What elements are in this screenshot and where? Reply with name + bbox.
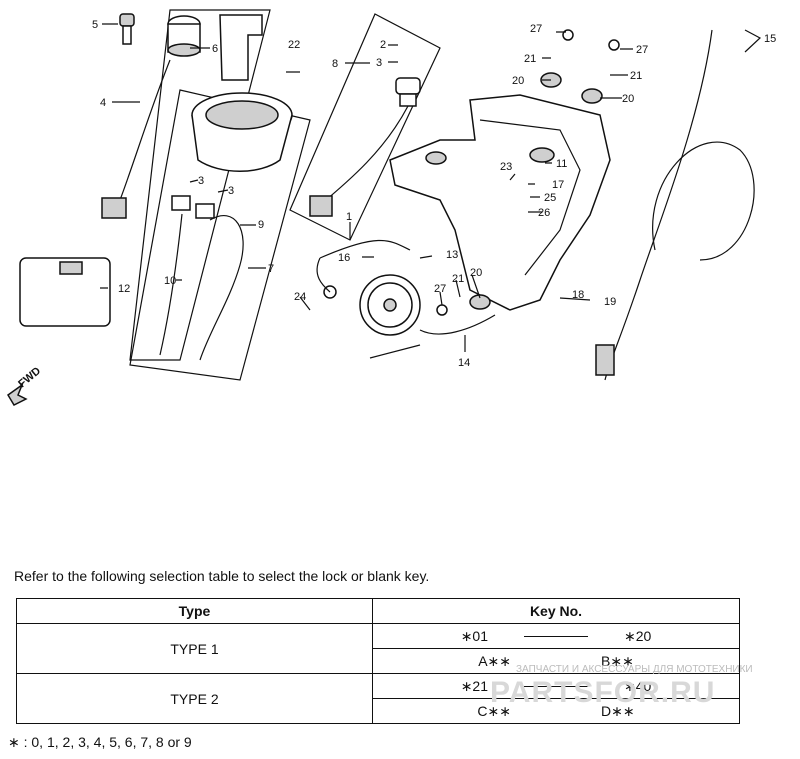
meter-wire-10 — [159, 213, 183, 356]
callout-18: 19 — [604, 296, 616, 308]
grommet-20c — [469, 294, 491, 310]
exploded-parts-diagram: FWD 5 6 4 22 8 2 3 3 3 9 10 12 7 11 23 1… — [7, 9, 776, 406]
callout-20b: 20 — [622, 93, 634, 105]
grommet-20b — [581, 88, 603, 104]
switch-bracket-part — [219, 14, 263, 81]
key-no-header: Key No. — [372, 598, 740, 624]
cable-end-fitting — [595, 344, 615, 376]
type-2-cell: TYPE 2 — [16, 673, 373, 724]
callout-27a: 27 — [530, 23, 542, 35]
ignition-switch-part — [167, 15, 201, 57]
callout-23: 24 — [294, 291, 306, 303]
meter-wire-9 — [199, 214, 244, 361]
callout-27b: 27 — [636, 44, 648, 56]
callout-13: 14 — [458, 357, 470, 369]
key-start: ∗01 — [460, 627, 488, 644]
callout-12: 12 — [118, 283, 130, 295]
grommet-11 — [529, 147, 555, 163]
callout-6: 5 — [92, 19, 98, 31]
type-1-key-range: ∗01 ∗20 — [372, 623, 740, 649]
callout-21a: 21 — [524, 53, 536, 65]
switch-wire-harness — [119, 59, 171, 201]
key-end: ∗40 — [624, 677, 652, 694]
type-2-key-range: ∗21 ∗40 — [372, 673, 740, 699]
watermark-tagline: ЗАПЧАСТИ И АКСЕССУАРЫ ДЛЯ МОТОТЕХНИКИ — [516, 664, 753, 675]
callout-10: 10 — [164, 275, 176, 287]
callout-27c: 27 — [434, 283, 446, 295]
fwd-label: FWD — [16, 365, 43, 390]
bolt-27b — [608, 39, 620, 51]
horn-lead — [369, 344, 421, 359]
selection-note: Refer to the following selection table t… — [14, 568, 430, 584]
speedometer-cable — [604, 29, 713, 381]
type-header: Type — [16, 598, 373, 624]
blank-key-d: D∗∗ — [601, 702, 635, 719]
indicator-connector — [309, 195, 333, 217]
blank-key-b: B∗∗ — [601, 652, 634, 669]
horn-part — [359, 274, 421, 336]
blank-key-a: A∗∗ — [478, 652, 511, 669]
watermark-logo: PARTSFOR.RU — [490, 676, 716, 709]
meter-housing-part — [191, 92, 293, 172]
ignition-key-part — [119, 13, 135, 45]
callout-14: 13 — [446, 249, 458, 261]
callout-20c: 20 — [470, 267, 482, 279]
callout-3a: 3 — [376, 57, 382, 69]
callout-24: 23 — [500, 161, 512, 173]
callout-2: 2 — [380, 39, 386, 51]
callout-7: 7 — [268, 263, 274, 275]
callout-11: 11 — [556, 158, 567, 170]
switch-connector — [101, 197, 127, 219]
callout-20a: 20 — [512, 75, 524, 87]
callout-8: 8 — [332, 58, 338, 70]
blank-key-c: C∗∗ — [477, 702, 511, 719]
callout-19: 18 — [572, 289, 584, 301]
footnote: ∗ : 0, 1, 2, 3, 4, 5, 6, 7, 8 or 9 — [8, 734, 192, 750]
callout-22: 22 — [288, 39, 300, 51]
bolt-27c — [436, 304, 448, 316]
callout-26: 25 — [544, 192, 556, 204]
type-1-blank-keys: A∗∗ B∗∗ — [372, 648, 740, 674]
key-selection-table: Type Key No. TYPE 1 ∗01 ∗20 A∗∗ B∗∗ TYPE 2… — [16, 598, 740, 724]
meter-stay-bracket — [389, 94, 611, 311]
bulb-socket-part — [171, 195, 215, 219]
type-1-cell: TYPE 1 — [16, 623, 373, 674]
lock-box-part — [19, 257, 111, 327]
fwd-arrow-icon — [7, 382, 28, 406]
callout-9: 9 — [258, 219, 264, 231]
callout-1: 1 — [346, 211, 352, 223]
cable-loop — [652, 141, 755, 261]
callout-4: 4 — [100, 97, 106, 109]
type-2-blank-keys: C∗∗ D∗∗ — [372, 698, 740, 724]
key-end: ∗20 — [624, 627, 652, 644]
ground-wire-1 — [319, 240, 411, 259]
callout-5: 6 — [212, 43, 218, 55]
horn-wire-13 — [419, 314, 496, 335]
ignition-group-frame — [129, 9, 271, 361]
callout-21b: 21 — [630, 70, 642, 82]
stay-mount-hole — [425, 151, 447, 165]
callout-21c: 21 — [452, 273, 464, 285]
callout-17: 17 — [552, 179, 564, 191]
indicator-socket-part — [395, 77, 421, 107]
callout-25: 26 — [538, 207, 550, 219]
callout-16: 16 — [338, 252, 350, 264]
callout-3b: 3 — [198, 175, 204, 187]
indicator-wire — [319, 105, 409, 206]
key-start: ∗21 — [460, 677, 488, 694]
callout-15: 15 — [764, 33, 776, 45]
callout-3c: 3 — [228, 185, 234, 197]
